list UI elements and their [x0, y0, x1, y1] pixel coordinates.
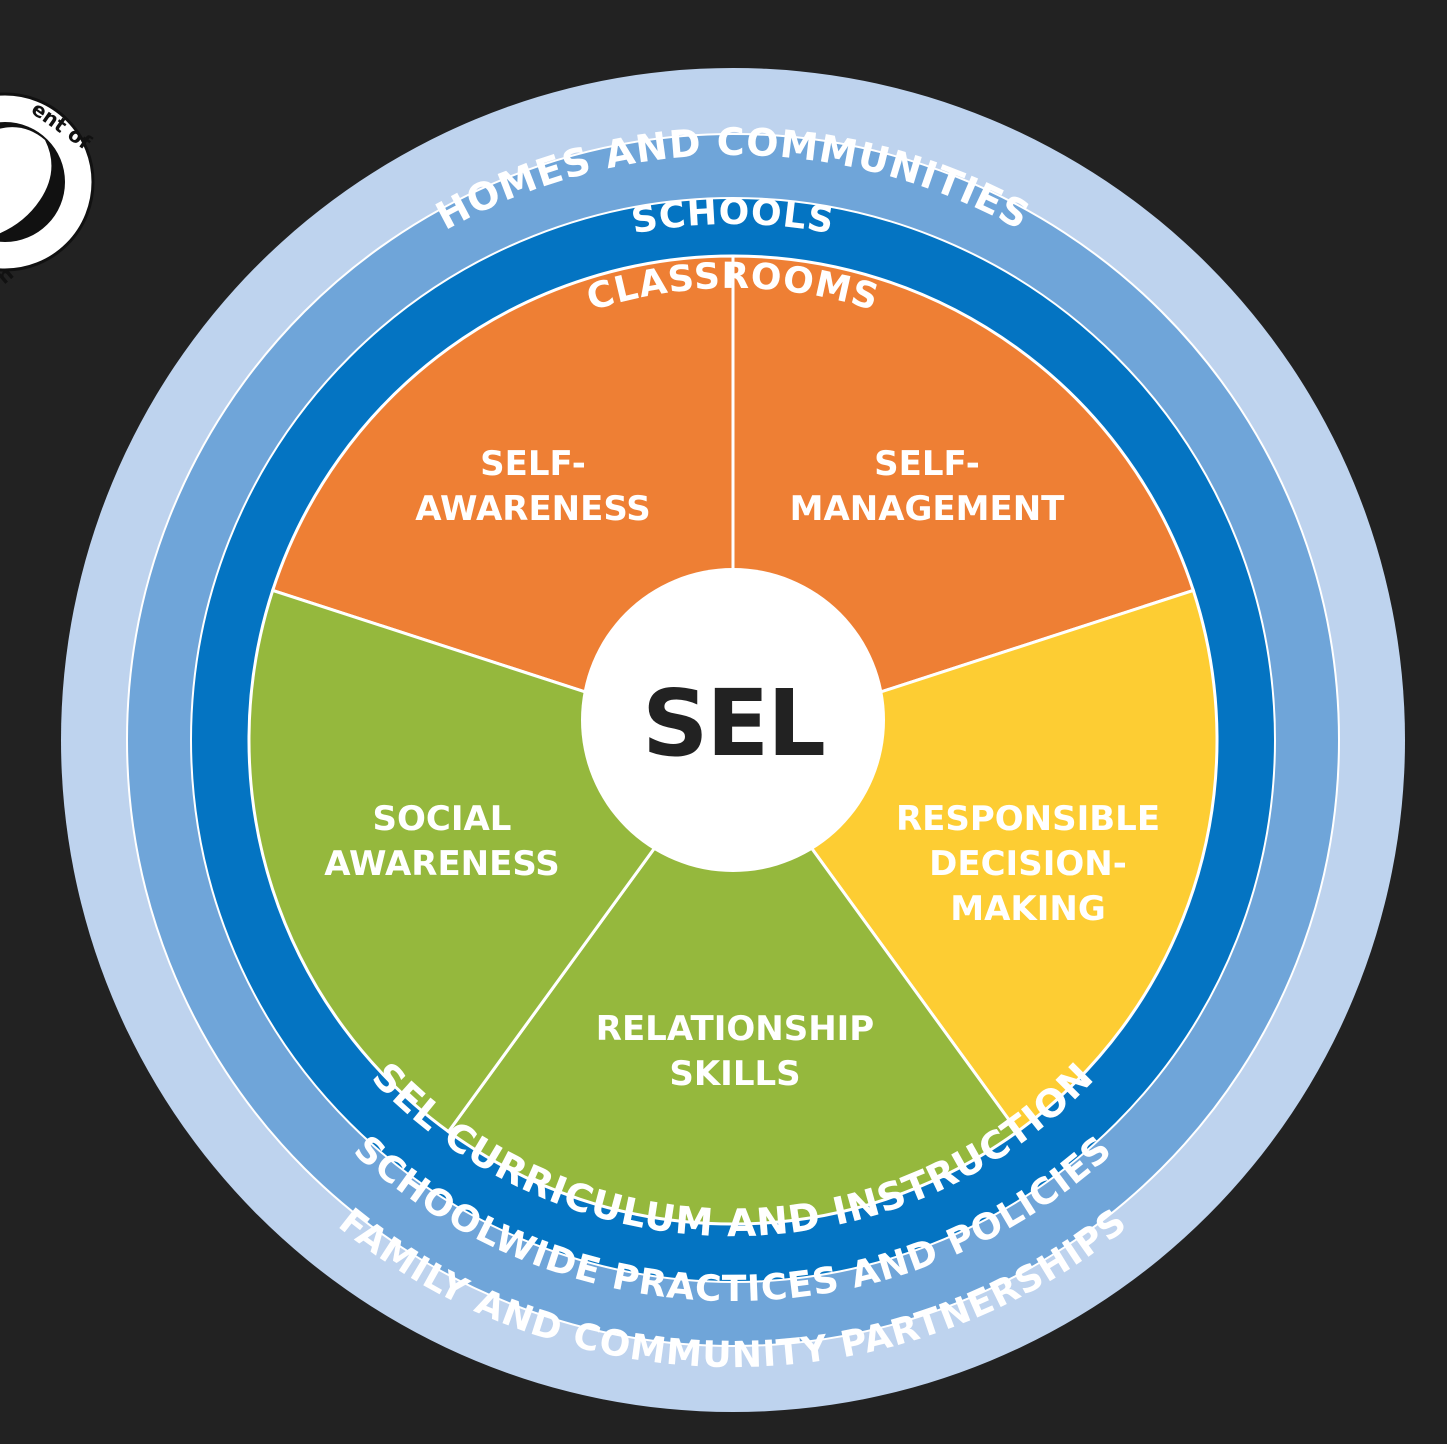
- label-relationship-line1: RELATIONSHIP: [596, 1009, 874, 1049]
- label-relationship-skills: RELATIONSHIP SKILLS: [596, 1009, 874, 1094]
- label-social-awareness: SOCIAL AWARENESS: [324, 799, 560, 884]
- wedge-self-awareness: [270, 254, 735, 743]
- label-self-management: SELF- MANAGEMENT: [790, 444, 1066, 529]
- label-self-management-line1: SELF-: [874, 444, 980, 484]
- label-relationship-line2: SKILLS: [669, 1054, 800, 1094]
- label-responsible-decision-making: RESPONSIBLE DECISION- MAKING: [896, 799, 1160, 929]
- label-rdm-line3: MAKING: [950, 889, 1106, 929]
- label-social-awareness-line1: SOCIAL: [373, 799, 512, 839]
- label-rdm-line2: DECISION-: [929, 844, 1127, 884]
- label-rdm-line1: RESPONSIBLE: [896, 799, 1160, 839]
- center-circle: [581, 568, 885, 872]
- label-self-management-line2: MANAGEMENT: [790, 489, 1066, 529]
- label-self-awareness: SELF- AWARENESS: [415, 444, 651, 529]
- wedge-relationship-skills: [446, 737, 1020, 1226]
- wedge-self-management: [731, 254, 1196, 743]
- label-self-awareness-line2: AWARENESS: [415, 489, 651, 529]
- department-seal: ent of n: [0, 92, 96, 289]
- center-label: SEL: [642, 670, 824, 777]
- label-social-awareness-line2: AWARENESS: [324, 844, 560, 884]
- label-self-awareness-line1: SELF-: [480, 444, 586, 484]
